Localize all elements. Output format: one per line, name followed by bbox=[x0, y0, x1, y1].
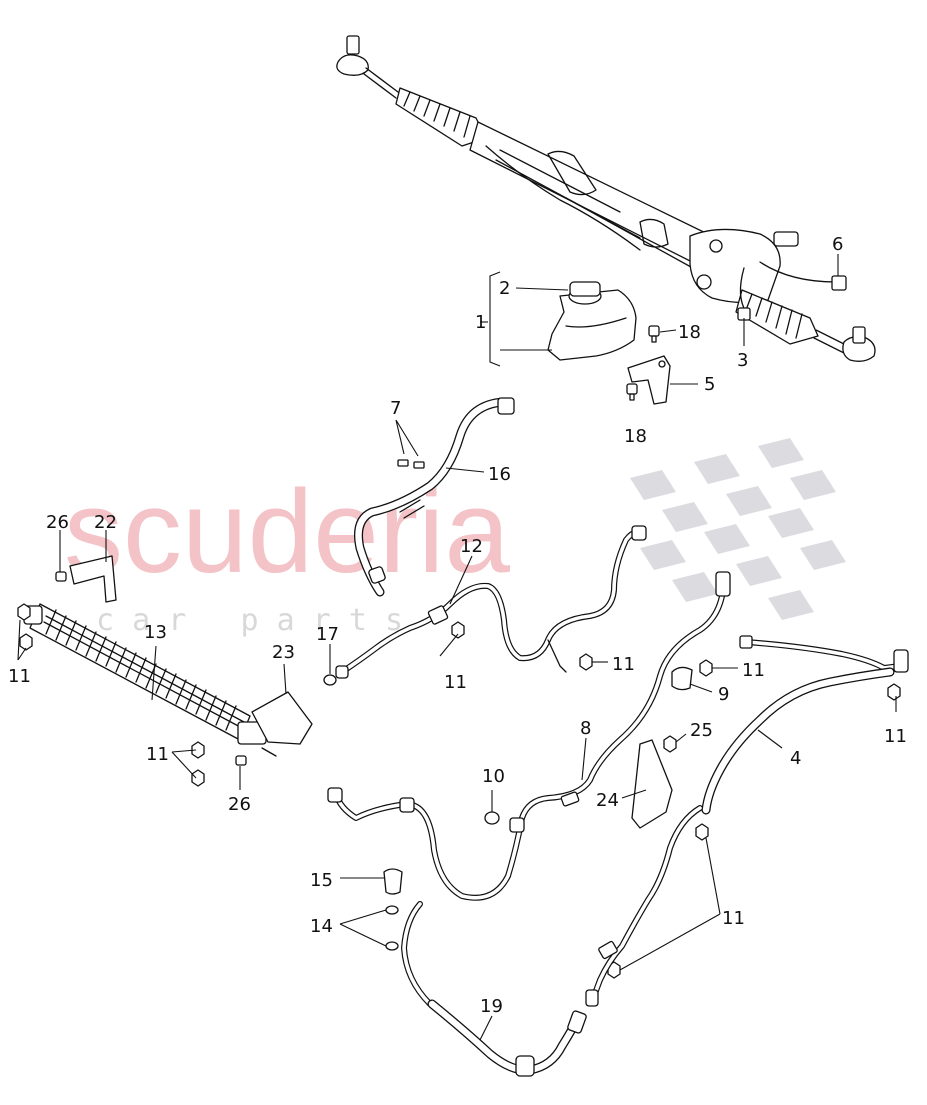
nut-11-a bbox=[17, 603, 31, 621]
watermark-sub: c a r p a r t s bbox=[96, 603, 403, 638]
callout-3: 3 bbox=[737, 350, 748, 371]
plug-15 bbox=[383, 868, 403, 895]
callout-19: 19 bbox=[480, 996, 503, 1017]
nut-11-b bbox=[19, 633, 33, 651]
nut-11-c bbox=[451, 621, 465, 639]
bolt-26-lower bbox=[235, 755, 247, 766]
callout-11-cooler: 11 bbox=[8, 666, 31, 687]
part-10 bbox=[484, 811, 500, 825]
bracket-22 bbox=[69, 555, 117, 603]
bracket-5 bbox=[627, 355, 671, 405]
callout-2: 2 bbox=[499, 278, 510, 299]
nut-11-e bbox=[699, 659, 713, 677]
callout-5: 5 bbox=[704, 374, 715, 395]
callout-12: 12 bbox=[460, 536, 483, 557]
bolt-18-upper bbox=[648, 325, 660, 343]
callout-15: 15 bbox=[310, 870, 333, 891]
callout-11-pipe12-right: 11 bbox=[612, 654, 635, 675]
nut-11-h bbox=[191, 769, 205, 787]
callout-10: 10 bbox=[482, 766, 505, 787]
bracket-23 bbox=[251, 691, 313, 745]
callout-11-hose4: 11 bbox=[742, 660, 765, 681]
callout-26-lower: 26 bbox=[228, 794, 251, 815]
callout-23: 23 bbox=[272, 642, 295, 663]
nut-11-f bbox=[887, 683, 901, 701]
hose-16 bbox=[354, 397, 515, 597]
watermark: scuderia c a r p a r t s bbox=[64, 438, 846, 638]
checkered-flag bbox=[630, 438, 846, 620]
callout-22: 22 bbox=[94, 512, 117, 533]
callout-6: 6 bbox=[832, 234, 843, 255]
seals-14 bbox=[385, 905, 399, 951]
hose-4 bbox=[585, 635, 909, 1007]
callout-1: 1 bbox=[475, 312, 486, 333]
callout-7: 7 bbox=[390, 398, 401, 419]
callout-24: 24 bbox=[596, 790, 619, 811]
callout-25: 25 bbox=[690, 720, 713, 741]
nuts-11 bbox=[17, 603, 901, 979]
callout-26-upper: 26 bbox=[46, 512, 69, 533]
clips-7 bbox=[397, 459, 425, 469]
watermark-brand: scuderia bbox=[64, 466, 510, 598]
callout-17: 17 bbox=[316, 624, 339, 645]
steering-rack bbox=[336, 35, 876, 362]
callout-18-upper: 18 bbox=[678, 322, 701, 343]
pipe-8 bbox=[327, 571, 731, 901]
callout-11-hose4-lower: 11 bbox=[722, 908, 745, 929]
callout-18-lower: 18 bbox=[624, 426, 647, 447]
nut-11-i bbox=[695, 823, 709, 841]
fluid-reservoir bbox=[547, 281, 637, 361]
callout-labels: 1 2 3 4 5 6 7 8 9 10 11 11 11 11 11 11 1… bbox=[8, 234, 907, 1017]
nut-25 bbox=[663, 735, 677, 753]
cap-17 bbox=[323, 674, 337, 686]
callout-11-right: 11 bbox=[884, 726, 907, 747]
fitting-6 bbox=[831, 275, 847, 291]
part-9 bbox=[671, 666, 693, 691]
callout-4: 4 bbox=[790, 748, 801, 769]
callout-9: 9 bbox=[718, 684, 729, 705]
bolt-18-lower bbox=[626, 383, 638, 401]
nut-11-d bbox=[579, 653, 593, 671]
bracket-24 bbox=[631, 739, 673, 829]
pipe-12 bbox=[335, 525, 647, 679]
callout-8: 8 bbox=[580, 718, 591, 739]
callout-16: 16 bbox=[488, 464, 511, 485]
callout-11-pipe12: 11 bbox=[444, 672, 467, 693]
callout-13: 13 bbox=[144, 622, 167, 643]
leader-lines bbox=[17, 254, 897, 1041]
bolt-26-upper bbox=[55, 571, 67, 582]
callout-11-cooler-bottom: 11 bbox=[146, 744, 169, 765]
nut-11-j bbox=[607, 961, 621, 979]
nut-11-g bbox=[191, 741, 205, 759]
callout-14: 14 bbox=[310, 916, 333, 937]
hose-19 bbox=[401, 901, 587, 1077]
